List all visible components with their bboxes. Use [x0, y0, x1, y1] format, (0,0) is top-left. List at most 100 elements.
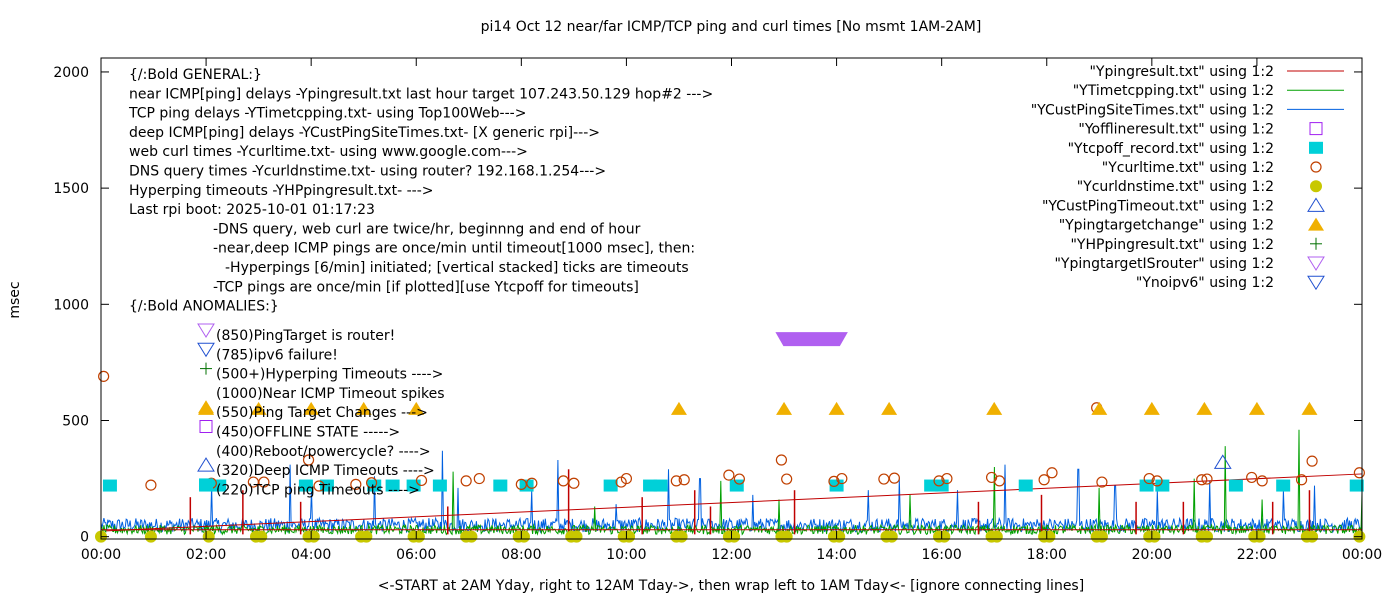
data-point [1306, 530, 1319, 543]
data-point [941, 472, 953, 485]
data-point [1295, 474, 1308, 486]
x-tick-label: 18:00 [1027, 547, 1067, 563]
data-point [432, 479, 447, 492]
data-point [933, 475, 945, 487]
data-point [145, 479, 157, 491]
legend-entry: "YCustPingSiteTimes.txt" using 1:2 [1031, 102, 1274, 118]
data-point [723, 469, 735, 481]
data-point [1248, 401, 1265, 415]
data-point [385, 479, 400, 492]
data-point [1143, 472, 1155, 485]
annotation-line: -Hyperpings [6/min] initiated; [vertical… [225, 260, 689, 276]
data-point [1043, 530, 1056, 543]
data-point [670, 475, 682, 487]
data-point [460, 475, 472, 487]
data-point [1095, 530, 1108, 543]
anomaly-marker [197, 323, 215, 338]
data-point [828, 401, 845, 415]
data-point [1196, 474, 1208, 486]
data-point [1253, 530, 1266, 543]
legend-entry: "YTimetcpping.txt" using 1:2 [1073, 83, 1274, 99]
series-line-custping [100, 450, 1363, 534]
anomaly-line: (500+)Hyperping Timeouts ----> [216, 367, 443, 383]
data-point [517, 530, 530, 543]
data-point [1018, 479, 1033, 492]
data-point [202, 530, 215, 543]
data-point [620, 472, 633, 485]
data-point [408, 401, 425, 415]
data-point [526, 477, 538, 489]
data-point [828, 475, 840, 487]
legend-swatch [1307, 197, 1325, 212]
chart-title: pi14 Oct 12 near/far ICMP/TCP ping and c… [481, 19, 982, 35]
data-point [302, 454, 315, 466]
data-point [1353, 467, 1365, 479]
data-point [643, 479, 658, 492]
data-point [570, 530, 583, 543]
legend-entry: "YCustPingTimeout.txt" using 1:2 [1042, 198, 1274, 214]
x-tick-label: 06:00 [396, 547, 436, 563]
anomaly-marker [199, 420, 213, 433]
data-point [729, 479, 744, 492]
legend-entry: "Ytcpoff_record.txt" using 1:2 [1068, 141, 1274, 157]
data-point [1038, 474, 1050, 486]
data-point [255, 530, 268, 543]
annotation-line: deep ICMP[ping] delays -YCustPingSiteTim… [129, 125, 600, 141]
data-point [298, 479, 313, 492]
legend-swatch [1309, 122, 1323, 136]
annotation-line: TCP ping delays -YTimetcpping.txt- using… [128, 106, 526, 122]
data-point [360, 530, 373, 543]
anomaly-marker [198, 400, 214, 414]
annotation-line: Last rpi boot: 2025-10-01 01:17:23 [129, 202, 375, 218]
x-tick-label: 12:00 [711, 547, 751, 563]
annotation-line: web curl times -Ycurltime.txt- using www… [129, 144, 528, 160]
annotations: {/:Bold GENERAL:}near ICMP[ping] delays … [128, 67, 713, 498]
annotation-line: DNS query times -Ycurldnstime.txt- using… [129, 164, 606, 180]
data-point [653, 479, 668, 492]
data-point [1301, 401, 1318, 415]
data-point [670, 401, 687, 415]
data-point [878, 473, 890, 485]
anomaly-marker [200, 362, 212, 375]
annotation-line: Hyperping timeouts -YHPpingresult.txt- -… [129, 183, 434, 199]
legend-swatch [1308, 217, 1324, 231]
data-point [1228, 479, 1243, 492]
data-point [303, 401, 320, 415]
data-point [355, 401, 372, 415]
data-point [365, 477, 378, 489]
data-point [780, 530, 793, 543]
x-tick-label: 22:00 [1237, 547, 1277, 563]
data-point [888, 472, 900, 484]
data-point [675, 530, 688, 543]
legend-swatch [1310, 161, 1322, 173]
annotation-line: -DNS query, web curl are twice/hr, begin… [213, 221, 641, 237]
data-point [313, 480, 325, 492]
data-point [515, 478, 527, 490]
data-point [993, 475, 1006, 487]
x-tick-label: 08:00 [501, 547, 541, 563]
y-tick-label: 500 [62, 413, 89, 429]
data-point [1246, 471, 1258, 484]
data-point [465, 530, 478, 543]
data-point [733, 473, 745, 485]
y-tick-label: 0 [80, 530, 89, 546]
legend-entry: "YHPpingresult.txt" using 1:2 [1070, 237, 1274, 253]
data-point [1201, 473, 1213, 485]
annotation-line: near ICMP[ping] delays -Ypingresult.txt … [129, 86, 713, 102]
data-point [350, 478, 362, 490]
legend-entry: "Ypingresult.txt" using 1:2 [1089, 64, 1274, 80]
data-point [1091, 401, 1108, 415]
anomaly-line: (550)Ping Target Changes ---> [216, 405, 428, 421]
data-point [1201, 530, 1214, 543]
data-point [775, 454, 788, 466]
data-point [557, 475, 569, 487]
legend-entry: "Ynoipv6" using 1:2 [1136, 275, 1274, 291]
data-point [473, 472, 485, 485]
x-tick-label: 10:00 [606, 547, 646, 563]
data-point [678, 474, 690, 486]
y-axis-label: msec [7, 281, 23, 318]
anomaly-line: (450)OFFLINE STATE -----> [216, 425, 400, 441]
data-point [98, 370, 110, 382]
